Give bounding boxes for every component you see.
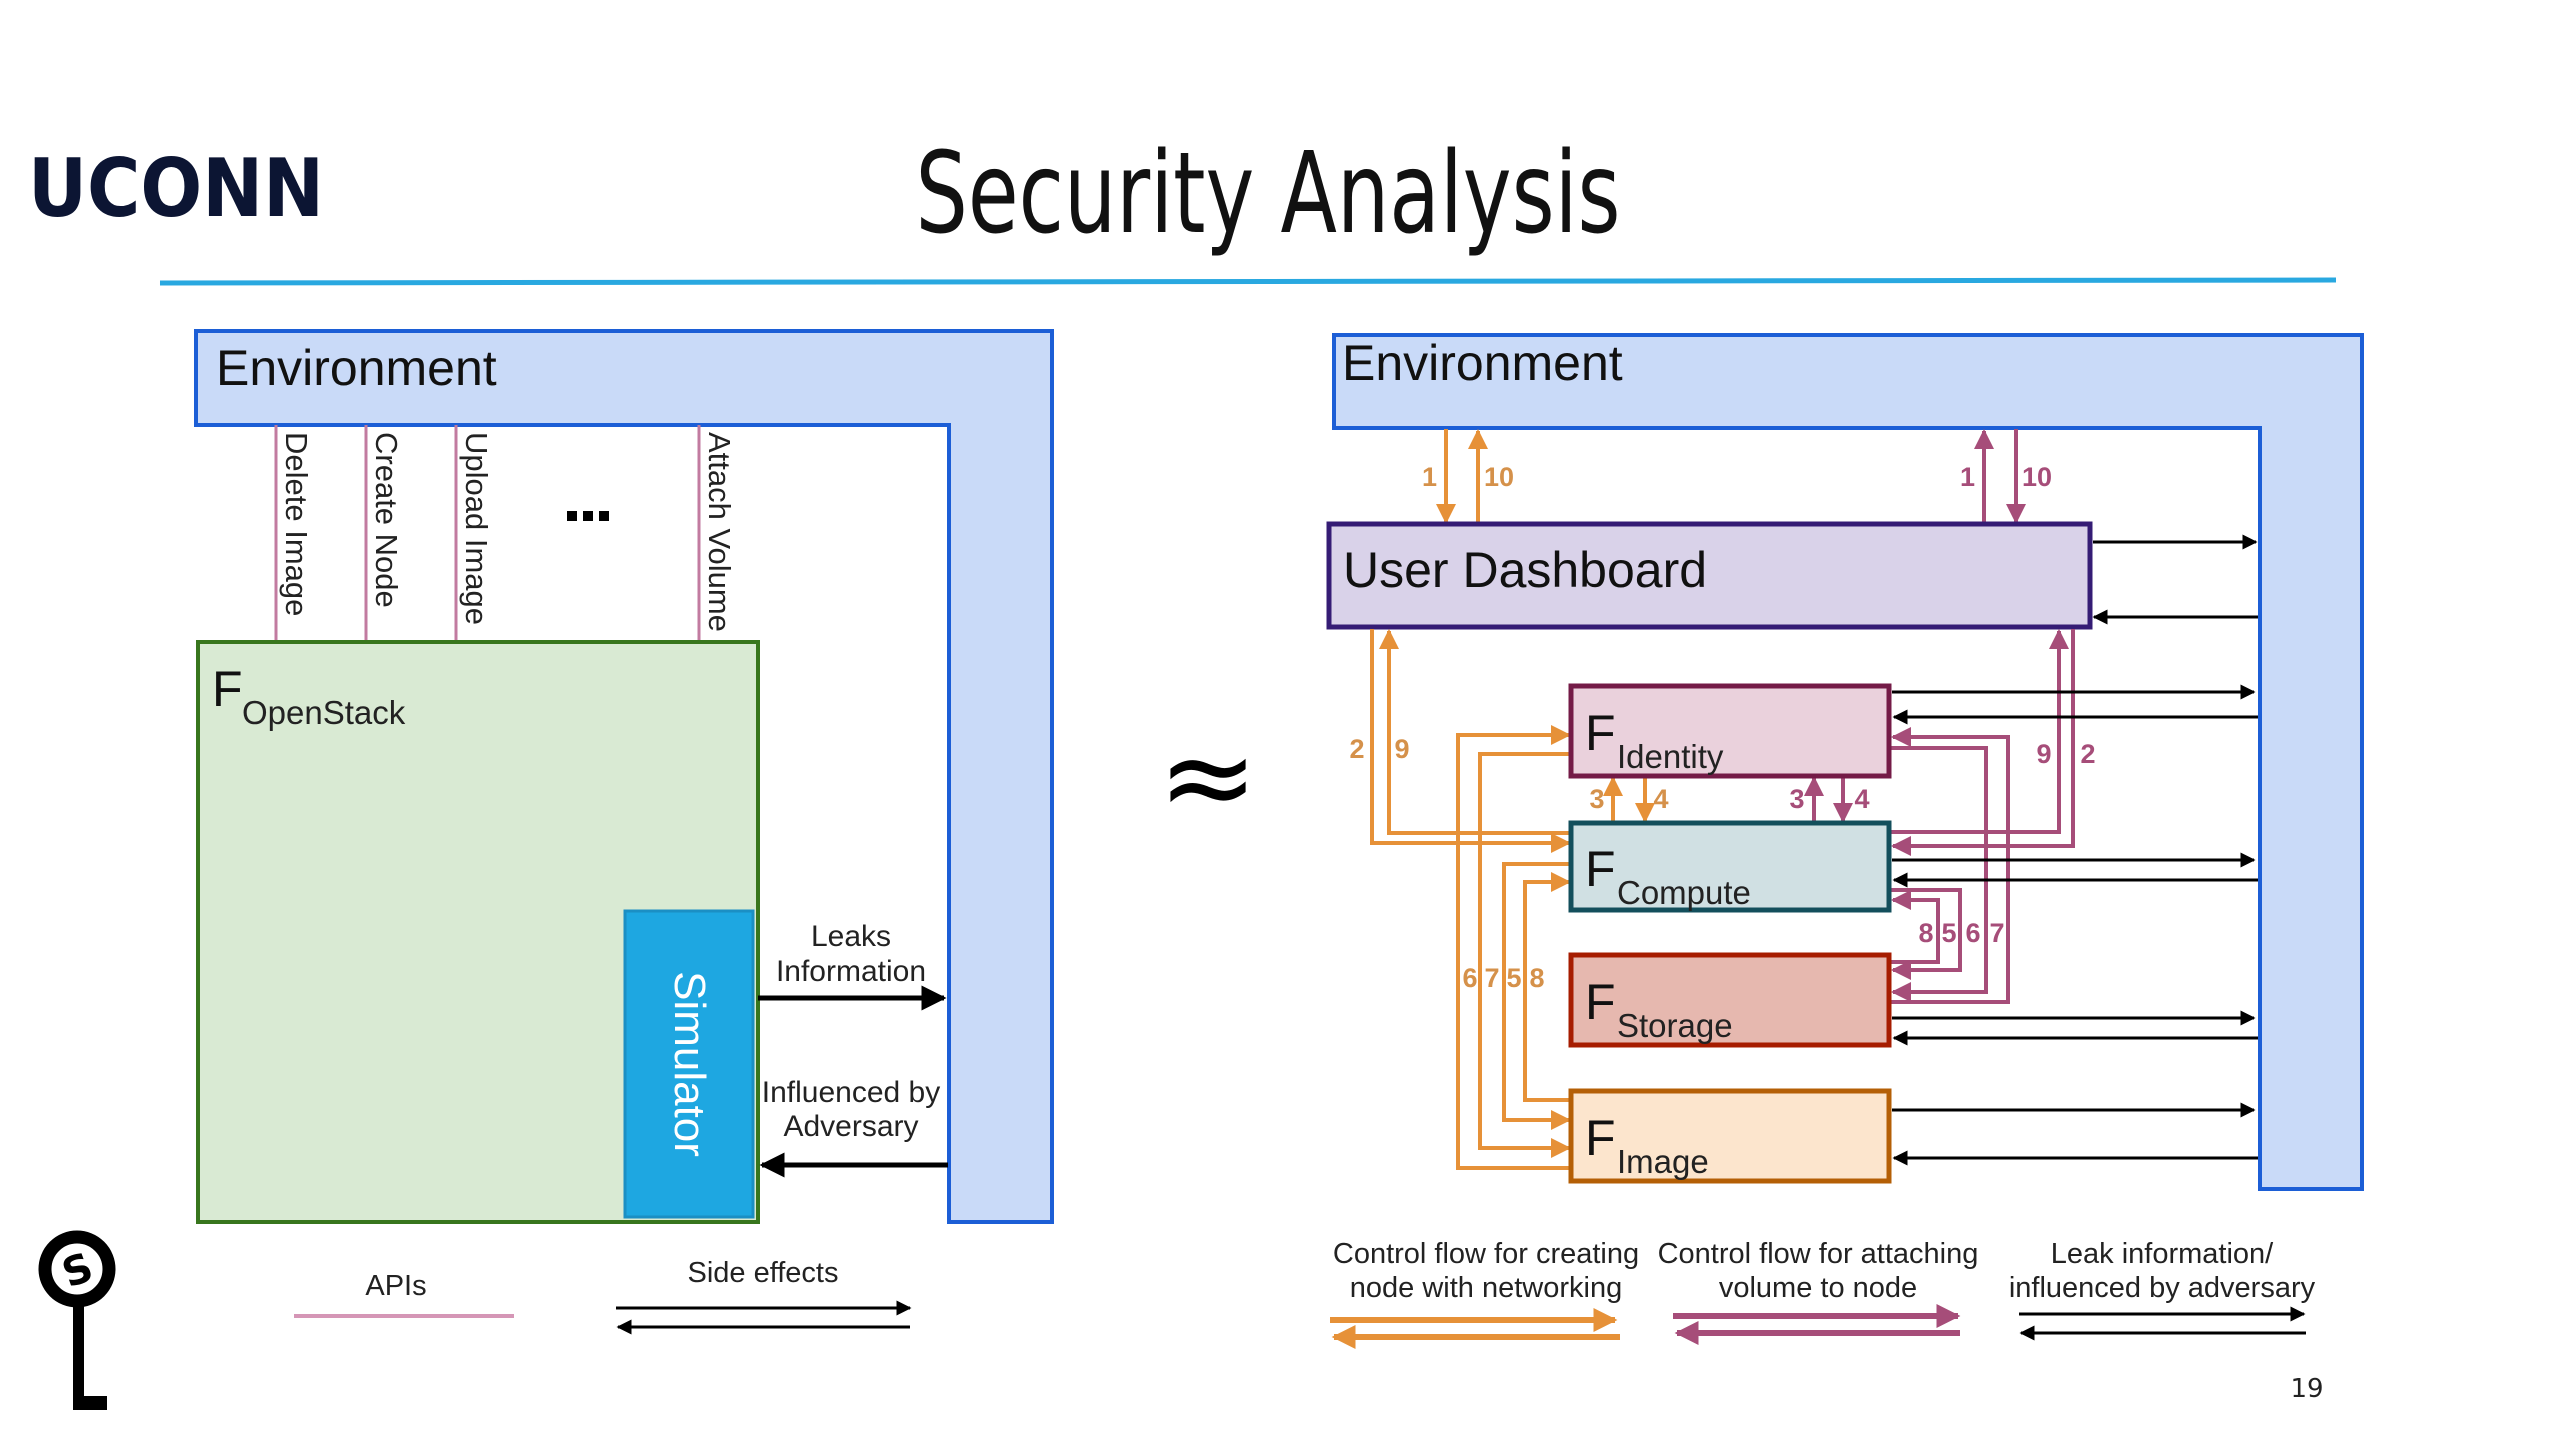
- legend-attach-volume: Control flow for attaching volume to nod…: [1658, 1238, 1979, 1345]
- step-label: 1: [1960, 462, 1975, 492]
- step-label: 5: [1506, 963, 1521, 993]
- api-label-attach-volume: Attach Volume: [702, 432, 737, 632]
- simulator-label: Simulator: [665, 971, 714, 1157]
- step-label: 2: [2080, 739, 2095, 769]
- legend-leak-line2: influenced by adversary: [2009, 1272, 2316, 1304]
- left-diagram: Environment Delete Image Create Node Upl…: [194, 329, 1054, 1335]
- legend-leak: Leak information/ influenced by adversar…: [2009, 1238, 2316, 1341]
- legend-create-node: Control flow for creating node with netw…: [1330, 1238, 1639, 1349]
- leaks-label-line2: Information: [776, 955, 926, 988]
- flow-purple-6: [1889, 746, 1988, 1002]
- legend-create-node-line2: node with networking: [1350, 1272, 1622, 1304]
- step-label: 3: [1789, 784, 1804, 814]
- step-label: 7: [1989, 918, 2004, 948]
- api-label-upload-image: Upload Image: [459, 432, 494, 625]
- purple-flows: [1804, 629, 2075, 1004]
- storage-f-letter: F: [1585, 974, 1616, 1030]
- leak-arrows: [1892, 684, 2258, 1166]
- environment-shape-right: [1332, 333, 2364, 1191]
- step-label: 2: [1349, 734, 1364, 764]
- influenced-label-line1: Influenced by: [762, 1076, 940, 1109]
- openstack-subscript: OpenStack: [242, 694, 406, 731]
- legend-side-effects-label: Side effects: [687, 1257, 838, 1289]
- storage-box: F Storage: [1568, 952, 1892, 1048]
- flow-orange-9: [1379, 629, 1571, 835]
- environment-shape-left: [194, 329, 1054, 1224]
- compute-subscript: Compute: [1617, 874, 1751, 911]
- step-label: 4: [1854, 784, 1869, 814]
- identity-subscript: Identity: [1617, 738, 1724, 775]
- user-dashboard-box: [1326, 521, 2093, 630]
- step-label: 9: [1394, 734, 1409, 764]
- flow-purple-9: [1889, 629, 2069, 834]
- api-label-delete-image: Delete Image: [279, 432, 314, 616]
- step-label: 3: [1589, 784, 1604, 814]
- legend-attach-volume-line1: Control flow for attaching: [1658, 1238, 1979, 1270]
- step-label: 6: [1965, 918, 1980, 948]
- step-label: 1: [1422, 462, 1437, 492]
- page-number: 19: [2290, 1374, 2323, 1404]
- compute-box: F Compute: [1568, 820, 1892, 913]
- api-label-create-node: Create Node: [369, 432, 404, 608]
- step-label: 7: [1484, 963, 1499, 993]
- flow-orange-2: [1370, 629, 1571, 853]
- legend-leak-line1: Leak information/: [2051, 1238, 2274, 1270]
- flow-orange-8: [1523, 872, 1571, 1102]
- legend-attach-volume-line2: volume to node: [1719, 1272, 1917, 1304]
- step-label: 4: [1653, 784, 1668, 814]
- step-label: 8: [1918, 918, 1933, 948]
- identity-box: F Identity: [1568, 683, 1892, 779]
- simulator-box: [623, 909, 755, 1219]
- uconn-logo: UCONN: [28, 142, 324, 235]
- environment-label-left: Environment: [216, 340, 497, 396]
- step-label: 10: [2022, 462, 2052, 492]
- image-f-letter: F: [1585, 1110, 1616, 1166]
- flow-purple-2: [1891, 629, 2075, 856]
- storage-subscript: Storage: [1617, 1007, 1733, 1044]
- title-rule: [159, 277, 2337, 286]
- environment-label-right: Environment: [1342, 335, 1623, 391]
- user-dashboard-label: User Dashboard: [1343, 542, 1707, 598]
- openstack-f-letter: F: [212, 661, 243, 717]
- image-subscript: Image: [1617, 1143, 1709, 1180]
- influenced-label-line2: Adversary: [783, 1110, 918, 1143]
- ellipsis: [567, 511, 609, 521]
- slide-title: Security Analysis: [916, 129, 1621, 259]
- key-logo-icon: S: [38, 1230, 116, 1410]
- step-label: 8: [1529, 963, 1544, 993]
- flow-purple-5: [1889, 888, 1962, 980]
- image-box: F Image: [1568, 1088, 1892, 1184]
- approx-symbol: ≈: [1158, 708, 1259, 847]
- identity-f-letter: F: [1585, 705, 1616, 761]
- compute-f-letter: F: [1585, 841, 1616, 897]
- legend-create-node-line1: Control flow for creating: [1333, 1238, 1639, 1270]
- flow-orange-5: [1502, 862, 1571, 1130]
- right-diagram: Environment 1 10 1 10 User Dashboard 2 9…: [1326, 333, 2364, 1349]
- svg-text:S: S: [56, 1244, 99, 1297]
- flow-purple-7: [1889, 727, 2010, 1004]
- step-label: 10: [1484, 462, 1514, 492]
- leaks-label-line1: Leaks: [811, 920, 891, 953]
- legend-apis-label: APIs: [365, 1270, 426, 1302]
- step-label: 6: [1462, 963, 1477, 993]
- step-label: 5: [1941, 918, 1956, 948]
- flow-orange-6: [1456, 725, 1571, 1170]
- flow-purple-8: [1889, 890, 1940, 964]
- step-label: 9: [2036, 739, 2051, 769]
- flow-orange-7: [1478, 752, 1571, 1158]
- orange-flows: [1370, 629, 1655, 1170]
